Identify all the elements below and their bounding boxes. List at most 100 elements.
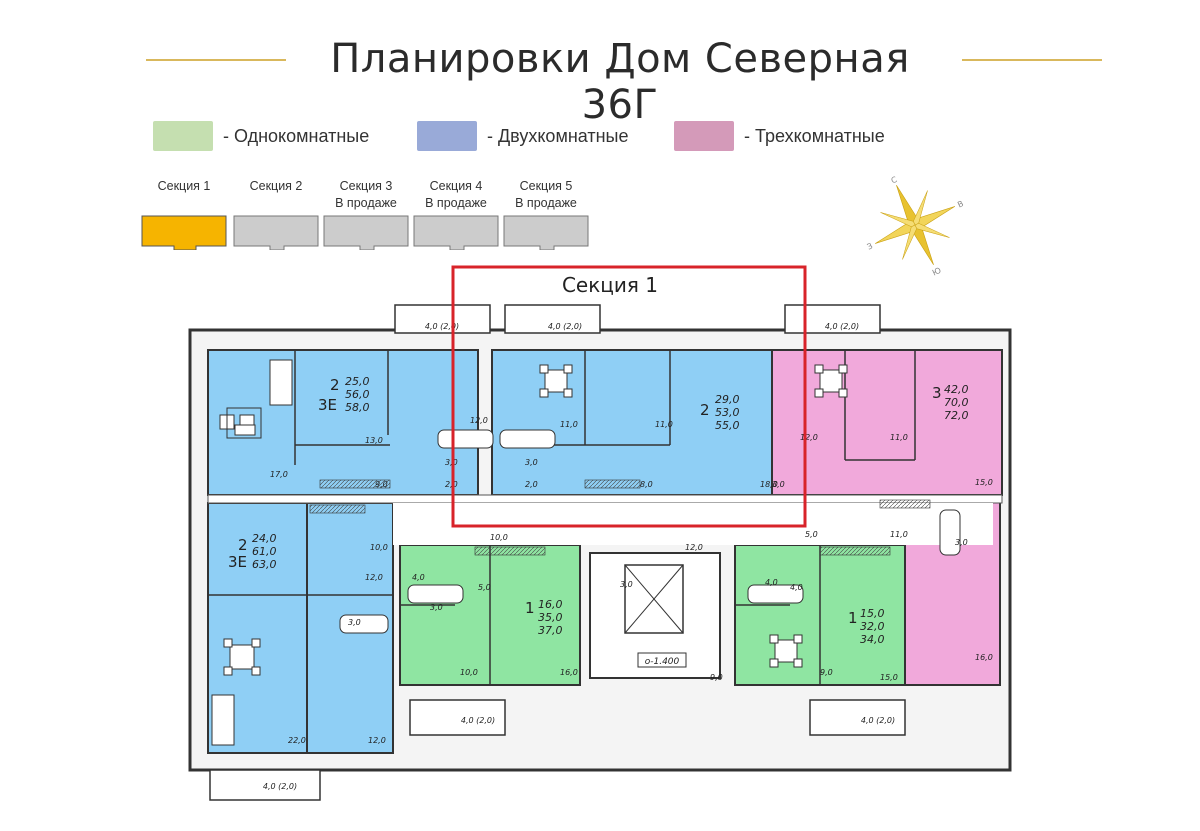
- room-area-label: 11,0: [890, 433, 908, 442]
- balcony-area: 4,0 (2,0): [861, 716, 895, 725]
- selected-section-frame: [451, 265, 807, 528]
- room-area-label: 11,0: [560, 420, 578, 429]
- room-area-label: 17,0: [270, 470, 288, 479]
- legend-item-one-room: - Однокомнатные: [153, 120, 369, 152]
- apartment-living-area: 29,0: [715, 393, 740, 406]
- compass-rose-icon: С В Ю З: [866, 175, 965, 278]
- room-area-label: 10,0: [490, 533, 508, 542]
- room-area-label: 12,0: [800, 433, 818, 442]
- apartment-total-area: 32,0: [860, 620, 885, 633]
- room-area-label: 3,0: [772, 480, 785, 489]
- title-rule-right: [962, 59, 1102, 61]
- compass-w: З: [866, 241, 874, 251]
- room-area-label: 2,0: [525, 480, 538, 489]
- page-header: Планировки Дом Северная 36Г: [0, 30, 1200, 128]
- legend-label-three-room: - Трехкомнатные: [744, 125, 885, 146]
- room-area-label: 3,0: [445, 458, 458, 467]
- apartment-rooms: 1: [525, 599, 535, 617]
- apartment-living-area: 15,0: [860, 607, 885, 620]
- apartment-type: 3Е: [318, 396, 337, 414]
- apartment-full-area: 55,0: [715, 419, 740, 432]
- room-area-label: 8,0: [640, 480, 653, 489]
- legend-swatch-two-room: [417, 121, 477, 151]
- room-area-label: 12,0: [470, 416, 488, 425]
- apartment-total-area: 35,0: [538, 611, 563, 624]
- room-area-label: 9,0: [820, 668, 833, 677]
- apartment-2-55[interactable]: [491, 349, 773, 496]
- apartment-total-area: 61,0: [252, 545, 277, 558]
- legend-swatch-one-room: [153, 121, 213, 151]
- room-area-label: 13,0: [365, 436, 383, 445]
- balcony-area: 4,0 (2,0): [461, 716, 495, 725]
- legend-swatch-three-room: [674, 121, 734, 151]
- floor-plan: о-1.400: [188, 265, 1012, 801]
- legend-label-two-room: - Двухкомнатные: [487, 125, 629, 146]
- balcony: [394, 304, 491, 334]
- balcony-area: 4,0 (2,0): [263, 782, 297, 791]
- room-area-label: 11,0: [655, 420, 673, 429]
- room-area-label: 15,0: [880, 673, 898, 682]
- apartment-rooms: 3: [932, 384, 942, 402]
- legend-label-one-room: - Однокомнатные: [223, 125, 370, 146]
- room-area-label: 22,0: [288, 736, 306, 745]
- room-area-label: 2,0: [445, 480, 458, 489]
- room-area-label: 9,0: [710, 673, 723, 682]
- room-area-label: 5,0: [805, 530, 818, 539]
- apartment-total-area: 56,0: [345, 388, 370, 401]
- section-3-shape: [323, 215, 409, 250]
- page-title: Планировки Дом Северная 36Г: [330, 36, 910, 128]
- legend-item-three-room: - Трехкомнатные: [674, 120, 885, 152]
- room-area-label: 12,0: [685, 543, 703, 552]
- room-area-label: 10,0: [460, 668, 478, 677]
- room-area-label: 3,0: [620, 580, 633, 589]
- section-tab-1[interactable]: Секция 1: [140, 178, 228, 250]
- room-area-label: 3,0: [348, 618, 361, 627]
- elevator-shaft: [624, 564, 684, 634]
- apartment-living-area: 16,0: [538, 598, 563, 611]
- room-area-label: 4,0: [790, 583, 803, 592]
- compass-e: В: [956, 199, 965, 209]
- apartment-rooms: 1: [848, 609, 858, 627]
- apartment-full-area: 63,0: [252, 558, 277, 571]
- balcony: [504, 304, 601, 334]
- apartment-full-area: 72,0: [944, 409, 969, 422]
- balcony: [409, 699, 506, 736]
- apartment-total-area: 70,0: [944, 396, 969, 409]
- apartment-living-area: 42,0: [944, 383, 969, 396]
- section-4-shape: [413, 215, 499, 250]
- apartment-living-area: 24,0: [252, 532, 277, 545]
- room-area-label: 9,0: [375, 480, 388, 489]
- apartment-type: 3Е: [228, 553, 247, 571]
- balcony-area: 4,0 (2,0): [425, 322, 459, 331]
- apartment-full-area: 34,0: [860, 633, 885, 646]
- compass-s: Ю: [931, 266, 943, 278]
- apartment-rooms: 2: [330, 376, 340, 394]
- compass-n: С: [890, 175, 899, 186]
- balcony-area: 4,0 (2,0): [548, 322, 582, 331]
- section-tab-label: Секция 2: [249, 179, 303, 193]
- apartment-total-area: 53,0: [715, 406, 740, 419]
- apartment-rooms: 2: [700, 401, 710, 419]
- room-area-label: 11,0: [890, 530, 908, 539]
- room-area-label: 15,0: [975, 478, 993, 487]
- apartment-full-area: 58,0: [345, 401, 370, 414]
- room-area-label: 18,0: [760, 480, 778, 489]
- apartment-3-72-top[interactable]: [771, 349, 1003, 496]
- room-area-label: 16,0: [975, 653, 993, 662]
- room-area-label: 12,0: [365, 573, 383, 582]
- room-area-label: 10,0: [370, 543, 388, 552]
- title-rule-left: [146, 59, 286, 61]
- room-area-label: 3,0: [430, 603, 443, 612]
- apartment-living-area: 25,0: [345, 375, 370, 388]
- elevator-level-mark: о-1.400: [645, 657, 680, 667]
- room-area-label: 16,0: [560, 668, 578, 677]
- room-area-label: 5,0: [478, 583, 491, 592]
- section-5-shape: [503, 215, 589, 250]
- section-tab-2[interactable]: Секция 2: [232, 178, 320, 250]
